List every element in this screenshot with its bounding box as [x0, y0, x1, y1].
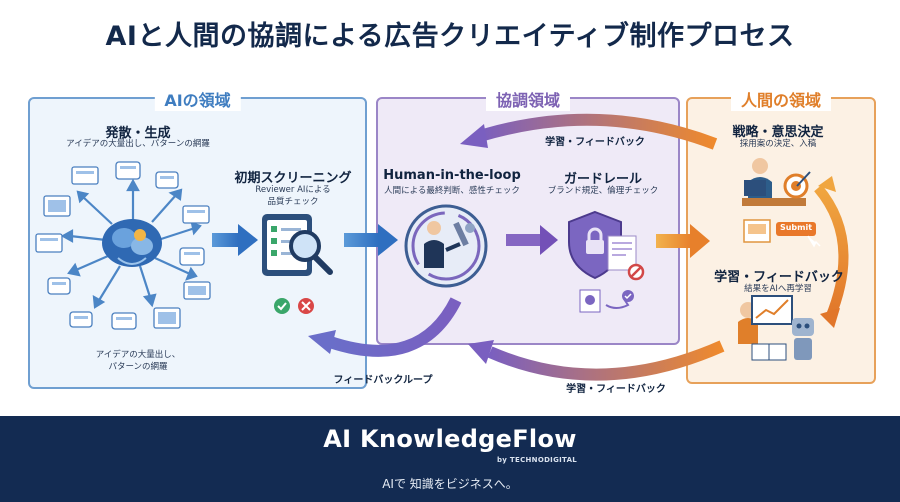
guardrail-shield-icon	[568, 210, 645, 313]
learning-person-robot-icon	[738, 295, 814, 361]
submit-button-graphic	[776, 222, 821, 248]
bottom-left-feedback-arrow	[308, 297, 462, 357]
guardrail-title: ガードレール	[563, 172, 642, 187]
hitl-title: Human-in-the-loop	[383, 168, 521, 183]
strategy-person-icon	[742, 158, 811, 206]
screening-caption-2: 品質チェック	[267, 197, 319, 207]
strategy-title: 戦略・意思決定	[732, 125, 824, 140]
flow-arrow-screening-to-hitl	[344, 224, 398, 256]
strategy-caption: 採用案の決定、入稿	[739, 139, 817, 149]
learning-caption: 結果をAIへ再学習	[744, 284, 812, 294]
submit-label: Submit	[779, 223, 813, 232]
guardrail-caption: ブランド規定、倫理チェック	[547, 186, 659, 196]
footer-slogan: AIで 知識をビジネスへ。	[382, 477, 518, 491]
generate-caption-bottom-1: アイデアの大量出し、	[95, 350, 181, 360]
page-title: AIと人間の協調による広告クリエイティブ制作プロセス	[105, 21, 795, 52]
screening-tablet-icon	[262, 214, 333, 314]
generate-title: 発散・生成	[105, 126, 171, 141]
brain-idea-cluster	[35, 161, 211, 330]
ai-region-label: AIの領域	[154, 87, 241, 111]
screening-title: 初期スクリーニング	[234, 171, 352, 186]
flow-arrow-hitl-to-guardrail	[506, 225, 558, 255]
top-loop-label: 学習・フィードバック	[545, 137, 645, 148]
right-loop-arrow	[814, 176, 849, 328]
collab-region-label: 協調領域	[485, 87, 571, 111]
generate-caption: アイデアの大量出し、パターンの網羅	[66, 139, 210, 149]
bottom-right-feedback-arrow	[468, 340, 725, 381]
screening-caption-1: Reviewer AIによる	[255, 185, 331, 195]
footer-bar	[0, 416, 900, 502]
hitl-caption: 人間による最終判断、感性チェック	[384, 186, 520, 196]
human-region-label: 人間の領域	[730, 87, 832, 111]
human-in-the-loop-icon	[404, 204, 488, 288]
bottom-right-loop-label: 学習・フィードバック	[566, 384, 666, 395]
generate-caption-bottom-2: パターンの網羅	[108, 362, 168, 372]
learning-title: 学習・フィードバック	[714, 270, 844, 285]
bottom-left-loop-label: フィードバックループ	[333, 375, 433, 386]
brand-logo-text: AI KnowledgeFlow	[323, 425, 577, 453]
top-feedback-arrow	[460, 113, 718, 150]
ad-card-icon	[743, 219, 771, 243]
brand-byline: by TECHNODIGITAL	[497, 456, 578, 464]
flow-arrow-ai-to-collab	[212, 224, 258, 256]
flow-arrow-collab-to-human	[656, 224, 710, 258]
